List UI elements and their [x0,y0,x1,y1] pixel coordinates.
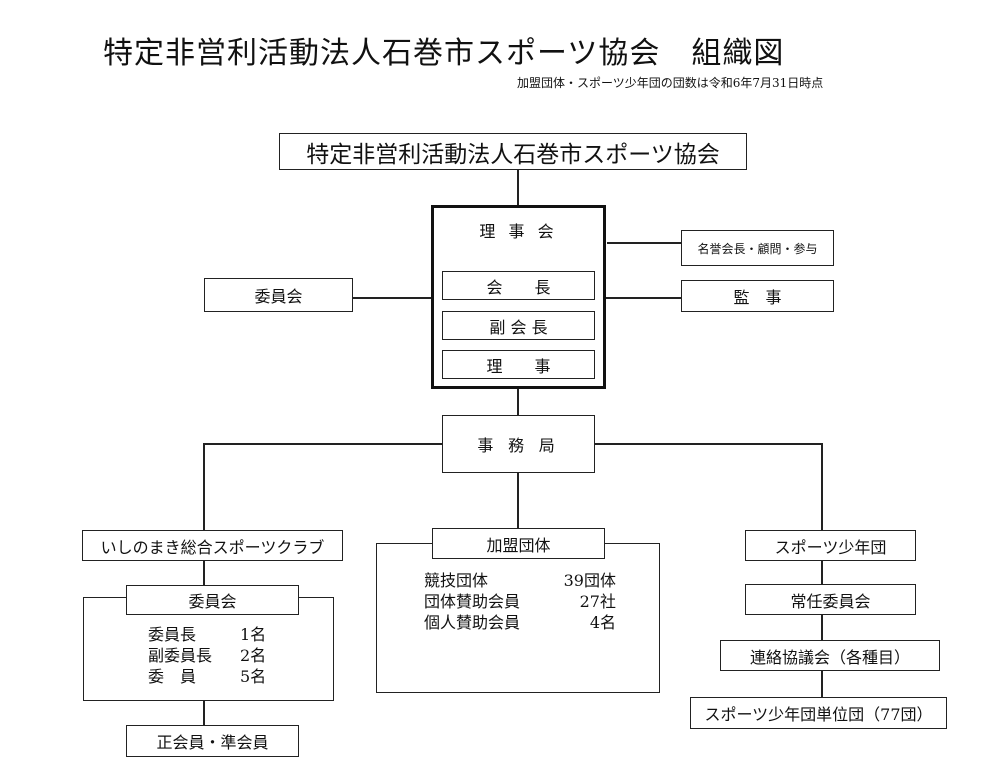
list-item: 競技団体 39団体 [424,571,616,590]
club-members-box: 正会員・準会員 [126,725,299,757]
connector-line [821,671,823,697]
standing-committee-box: 常任委員会 [745,584,916,615]
connector-line [353,297,443,299]
list-item: 個人賛助会員 4名 [424,613,616,632]
connector-line [517,170,519,206]
secretariat-box: 事 務 局 [442,415,595,473]
connector-line [821,443,823,531]
connector-line [821,561,823,584]
connector-line [203,443,443,445]
connector-line [821,615,823,640]
association-box: 特定非営利活動法人石巻市スポーツ協会 [279,133,747,170]
connector-line [203,561,205,585]
connector-line [607,242,681,244]
connector-line [203,443,205,531]
connector-line [517,473,519,528]
club-committee-list: 委員長 1名 副委員長 2名 委 員 5名 [148,624,266,687]
affiliates-frame [376,543,660,693]
sports-club-box: いしのまき総合スポーツクラブ [82,530,343,561]
club-committee-label-box: 委員会 [126,585,299,615]
connector-line [517,389,519,415]
connector-line [595,443,822,445]
honorary-box: 名誉会長・顧問・参与 [681,230,834,266]
association-name: 特定非営利活動法人石巻市スポーツ協会 [306,141,720,168]
affiliates-list: 競技団体 39団体 団体賛助会員 27社 個人賛助会員 4名 [424,570,616,633]
affiliates-label-box: 加盟団体 [432,528,605,559]
board-member-vice-president: 副 会 長 [442,311,595,340]
board-member-president: 会 長 [442,271,595,300]
date-note: 加盟団体・スポーツ少年団の団数は令和6年7月31日時点 [517,76,824,90]
auditor-box: 監 事 [681,280,834,312]
board-member-director: 理 事 [442,350,595,379]
connector-line [595,297,681,299]
board-label: 理 事 会 [479,222,558,241]
page-title: 特定非営利活動法人石巻市スポーツ協会 組織図 [103,36,785,71]
liaison-council-box: 連絡協議会（各種目） [720,640,940,671]
connector-line [203,701,205,725]
list-item: 副委員長 2名 [148,646,267,665]
list-item: 委 員 5名 [148,667,267,686]
list-item: 団体賛助会員 27社 [424,592,616,611]
youth-sports-box: スポーツ少年団 [745,530,916,561]
committee-box: 委員会 [204,278,353,312]
unit-groups-box: スポーツ少年団単位団（77団） [690,697,947,729]
list-item: 委員長 1名 [148,625,267,644]
